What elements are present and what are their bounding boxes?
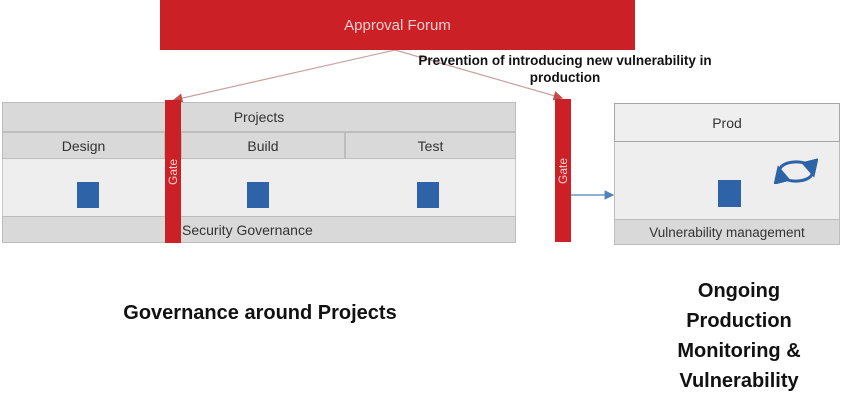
caption-right-line1: Ongoing [697, 280, 781, 302]
gate-2-label: Gate [556, 157, 570, 184]
gate-1: Gate [165, 100, 181, 243]
task-square-prod [718, 180, 741, 207]
security-governance-label: Security Governance [182, 221, 313, 238]
approval-forum-label: Approval Forum [344, 16, 451, 34]
prevention-note-line1: Prevention of introducing new vulnerabil… [418, 53, 712, 68]
phase-test: Test [345, 132, 516, 159]
phase-test-label: Test [417, 137, 444, 154]
vulnerability-management-bar: Vulnerability management [614, 219, 840, 245]
forum-to-gate2-arrow [394, 49, 564, 101]
projects-header: Projects [2, 102, 516, 132]
prod-header: Prod [614, 103, 840, 142]
caption-governance: Governance around Projects [123, 302, 397, 324]
phase-build-label: Build [247, 137, 279, 154]
phase-design: Design [2, 132, 165, 159]
gate-2: Gate [555, 99, 571, 242]
prod-title: Prod [712, 114, 742, 131]
task-square-test [417, 182, 439, 208]
security-governance-bar [2, 216, 516, 243]
phase-build: Build [181, 132, 345, 159]
forum-to-gate1-arrow [172, 49, 396, 103]
gate-1-label: Gate [166, 158, 180, 185]
prevention-note-line2: production [529, 70, 601, 85]
cycle-icon [774, 158, 818, 184]
caption-right-line3: Monitoring & [677, 340, 801, 362]
vulnerability-management-label: Vulnerability management [649, 224, 805, 240]
prevention-note: Prevention of introducing new vulnerabil… [370, 52, 760, 86]
task-square-design [77, 182, 99, 208]
projects-title: Projects [233, 109, 285, 125]
approval-forum: Approval Forum [160, 0, 635, 50]
caption-right-line4: Vulnerability [679, 370, 799, 392]
caption-ongoing-production: Ongoing Production Monitoring & Vulnerab… [628, 276, 850, 396]
caption-right-line2: Production [686, 310, 792, 332]
phase-design-label: Design [61, 137, 106, 154]
task-square-build [247, 182, 269, 208]
